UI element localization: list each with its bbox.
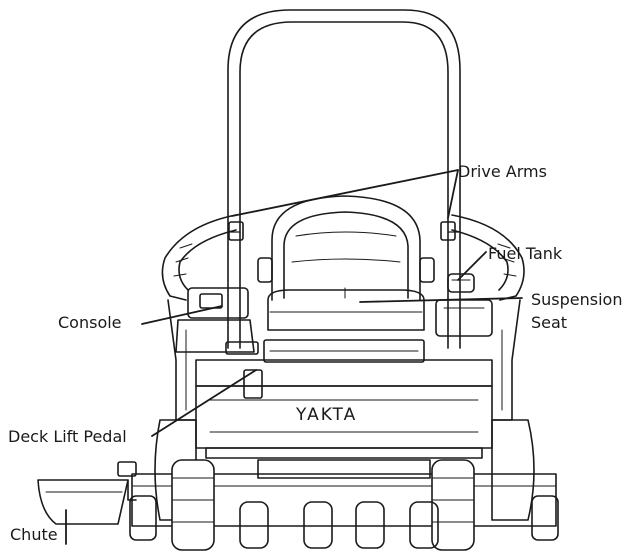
label-suspension: Suspension — [531, 290, 623, 309]
leader-lines — [65, 169, 523, 545]
discharge-chute — [37, 461, 137, 525]
label-deck-lift-pedal: Deck Lift Pedal — [8, 427, 127, 446]
roll-bar — [227, 9, 461, 349]
brand-plate: YAKTA — [296, 405, 358, 425]
leader-drive-arms-left — [231, 169, 459, 217]
leader-fuel-tank — [457, 251, 487, 281]
leader-suspension-seat — [359, 297, 523, 303]
console — [175, 287, 493, 353]
leader-console — [141, 305, 223, 325]
label-fuel-tank: Fuel Tank — [488, 244, 563, 263]
leader-drive-arms-right — [447, 169, 459, 219]
front-wheels — [129, 459, 559, 551]
leader-deck-lift-pedal — [151, 369, 257, 437]
label-chute: Chute — [10, 525, 58, 544]
deck-lift-pedal — [225, 341, 263, 399]
fuel-tank — [447, 273, 475, 293]
label-console: Console — [58, 313, 122, 332]
label-drive-arms: Drive Arms — [458, 162, 547, 181]
label-seat: Seat — [531, 313, 568, 332]
chassis — [195, 339, 493, 459]
seat — [257, 195, 435, 331]
drive-arms — [161, 214, 525, 301]
